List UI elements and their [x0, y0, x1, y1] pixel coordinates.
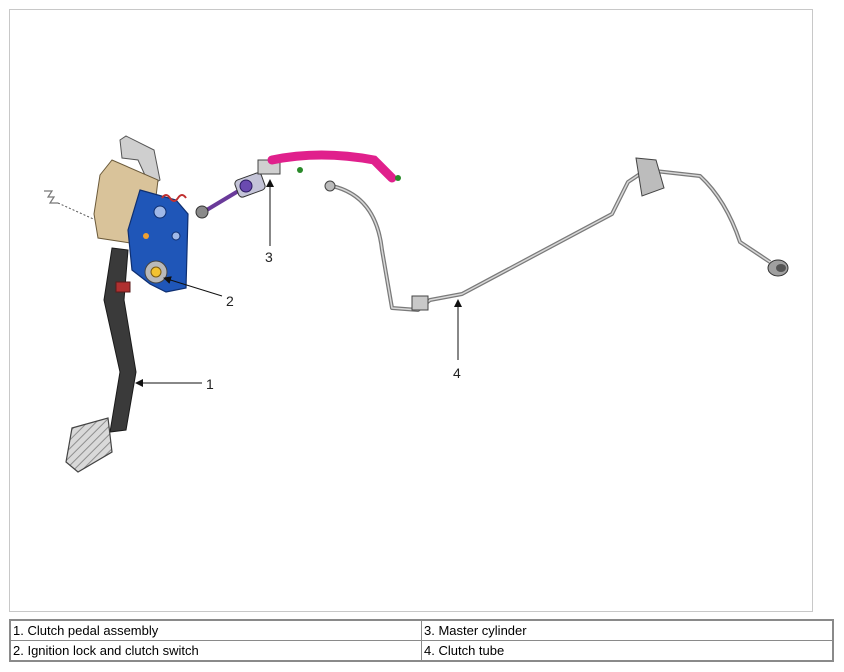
- callout-1: 1: [206, 376, 214, 392]
- legend-item-ignition-lock-clutch-switch: 2. Ignition lock and clutch switch: [9, 640, 422, 662]
- master-cylinder: [195, 150, 401, 219]
- legend-table: 1. Clutch pedal assembly 3. Master cylin…: [9, 619, 834, 662]
- clutch-pedal-assembly: [44, 135, 189, 473]
- legend-row: 1. Clutch pedal assembly 3. Master cylin…: [9, 619, 834, 641]
- legend-item-clutch-tube: 4. Clutch tube: [421, 640, 834, 662]
- clutch-tube: [324, 157, 789, 312]
- callout-3: 3: [265, 249, 273, 265]
- legend-item-clutch-pedal-assembly: 1. Clutch pedal assembly: [9, 619, 422, 641]
- callout-4: 4: [453, 365, 461, 381]
- legend-item-master-cylinder: 3. Master cylinder: [421, 619, 834, 641]
- callout-2: 2: [226, 293, 234, 309]
- legend-row: 2. Ignition lock and clutch switch 4. Cl…: [9, 640, 834, 662]
- callout-leaders: [135, 179, 462, 387]
- clutch-system-diagram: 1 2 3 4: [44, 135, 789, 473]
